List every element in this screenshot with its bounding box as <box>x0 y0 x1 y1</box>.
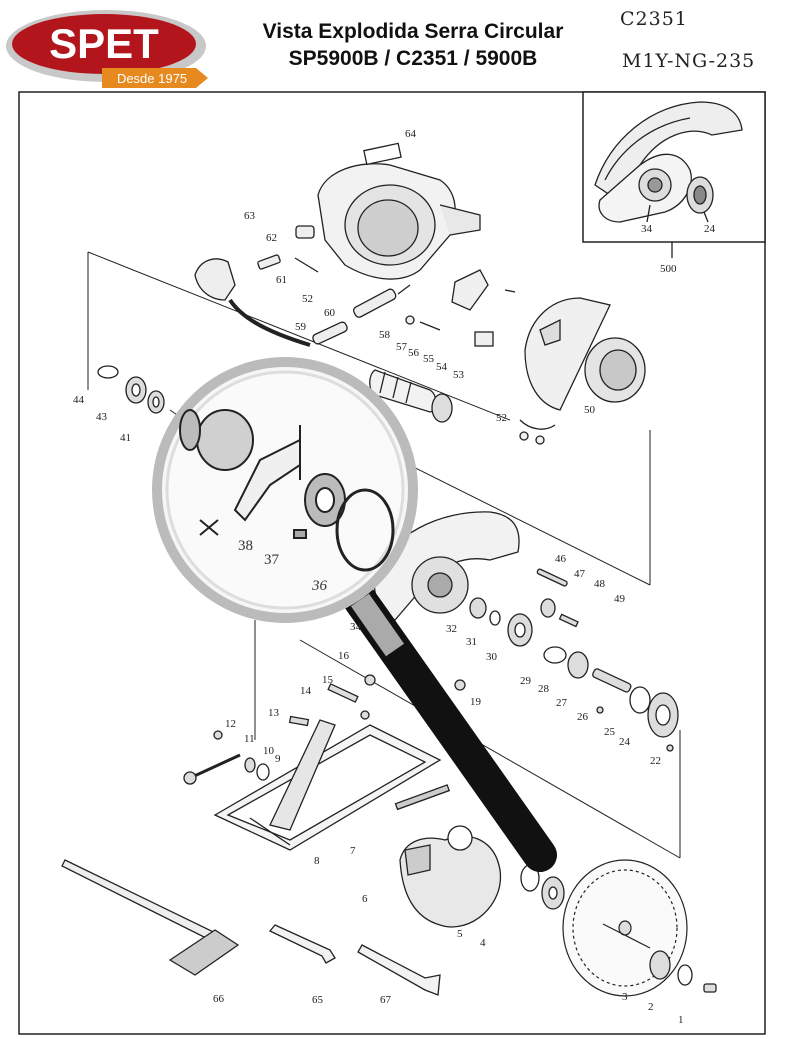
part-label: 29 <box>520 675 532 687</box>
part-labels: 64 63 62 61 52 60 58 57 56 55 54 53 59 4… <box>73 128 684 1026</box>
part-label: 31 <box>466 636 477 648</box>
lower-housing-34 <box>373 511 520 621</box>
logo-brand-text: SPET <box>49 20 159 67</box>
part-label: 14 <box>300 685 312 697</box>
wrenches <box>268 924 441 996</box>
part-label: 2 <box>648 1001 654 1013</box>
part-label: 24 <box>619 736 631 748</box>
part-label: 53 <box>453 369 465 381</box>
grip-part-53 <box>369 369 453 423</box>
magnified-label-38: 38 <box>238 538 253 554</box>
part-label: 11 <box>244 733 255 745</box>
part-label: 12 <box>225 718 236 730</box>
part-label: 60 <box>324 307 336 319</box>
blade-flanges <box>520 864 717 993</box>
lower-guard-6 <box>399 825 502 928</box>
part-label: 13 <box>268 707 280 719</box>
part-label: 22 <box>650 755 661 767</box>
part-label: 4 <box>480 937 486 949</box>
magnified-label-36: 36 <box>311 578 328 594</box>
part-label: 50 <box>584 404 596 416</box>
part-label: 43 <box>96 411 108 423</box>
part-label: 3 <box>622 991 628 1003</box>
switch-bracket <box>405 269 516 347</box>
depth-adjust-parts <box>183 674 466 785</box>
inset-label-34: 34 <box>641 223 653 235</box>
part-label: 59 <box>295 321 307 333</box>
magnifier-neck <box>350 593 405 657</box>
part-label: 57 <box>396 341 408 353</box>
title-line-1: Vista Explodida Serra Circular <box>262 20 564 43</box>
part-label: 26 <box>577 711 589 723</box>
inset-assembly <box>594 101 743 258</box>
part-label: 56 <box>408 347 420 359</box>
part-label: 58 <box>379 329 391 341</box>
magnified-ring-36 <box>335 488 395 572</box>
part-label: 67 <box>380 994 392 1006</box>
saw-blade <box>562 859 688 997</box>
motor-coil-50 <box>519 297 646 445</box>
logo-red-oval <box>12 14 196 74</box>
part-label: 55 <box>423 353 435 365</box>
part-label: 5 <box>457 928 463 940</box>
part-label: 49 <box>614 593 626 605</box>
part-label: 66 <box>213 993 225 1005</box>
magnified-label-37: 37 <box>264 552 280 568</box>
handle-and-cable <box>194 225 411 347</box>
part-label: 10 <box>263 745 275 757</box>
part-label: 6 <box>362 893 368 905</box>
part-label: 52 <box>496 412 507 424</box>
part-label: 16 <box>338 650 350 662</box>
spet-logo: SPET Desde 1975 <box>6 10 208 88</box>
inset-label-500: 500 <box>660 263 677 275</box>
logo-tagline: Desde 1975 <box>117 71 187 86</box>
page-title: Vista Explodida Serra Circular SP5900B /… <box>222 18 604 72</box>
variant-code: M1Y-NG-235 <box>622 50 756 72</box>
part-label: 15 <box>322 674 334 686</box>
part-label: 8 <box>314 855 320 867</box>
part-label: 48 <box>594 578 606 590</box>
part-label: 41 <box>120 432 131 444</box>
part-label: 7 <box>350 845 356 857</box>
bearings-left <box>97 365 165 414</box>
part-label: 62 <box>266 232 277 244</box>
part-label: 63 <box>244 210 256 222</box>
part-label: 52 <box>302 293 313 305</box>
title-line-2: SP5900B / C2351 / 5900B <box>288 47 538 70</box>
magnified-gear <box>196 409 254 471</box>
part-label: 65 <box>312 994 324 1006</box>
parallel-guide-66 <box>61 859 240 976</box>
part-label: 28 <box>538 683 550 695</box>
model-code: C2351 <box>620 8 688 30</box>
part-label: 30 <box>486 651 498 663</box>
part-label: 64 <box>405 128 417 140</box>
part-label: 54 <box>436 361 448 373</box>
logo-ribbon <box>102 68 208 88</box>
shaft-parts <box>469 568 679 752</box>
part-label: 1 <box>678 1014 684 1026</box>
motor-housing <box>317 142 481 280</box>
part-label: 46 <box>555 553 567 565</box>
diagram-frame <box>18 91 766 1035</box>
part-label: 27 <box>556 697 568 709</box>
part-label: 61 <box>276 274 287 286</box>
inset-label-24: 24 <box>704 223 716 235</box>
part-label: 32 <box>446 623 457 635</box>
part-label: 34 <box>350 621 362 633</box>
magnifier: 38 37 36 <box>152 357 557 872</box>
part-label: 44 <box>73 394 85 406</box>
part-label: 25 <box>604 726 616 738</box>
part-label: 47 <box>574 568 586 580</box>
part-label: 19 <box>470 696 482 708</box>
part-label: 9 <box>275 753 281 765</box>
base-plate-8 <box>213 719 451 851</box>
